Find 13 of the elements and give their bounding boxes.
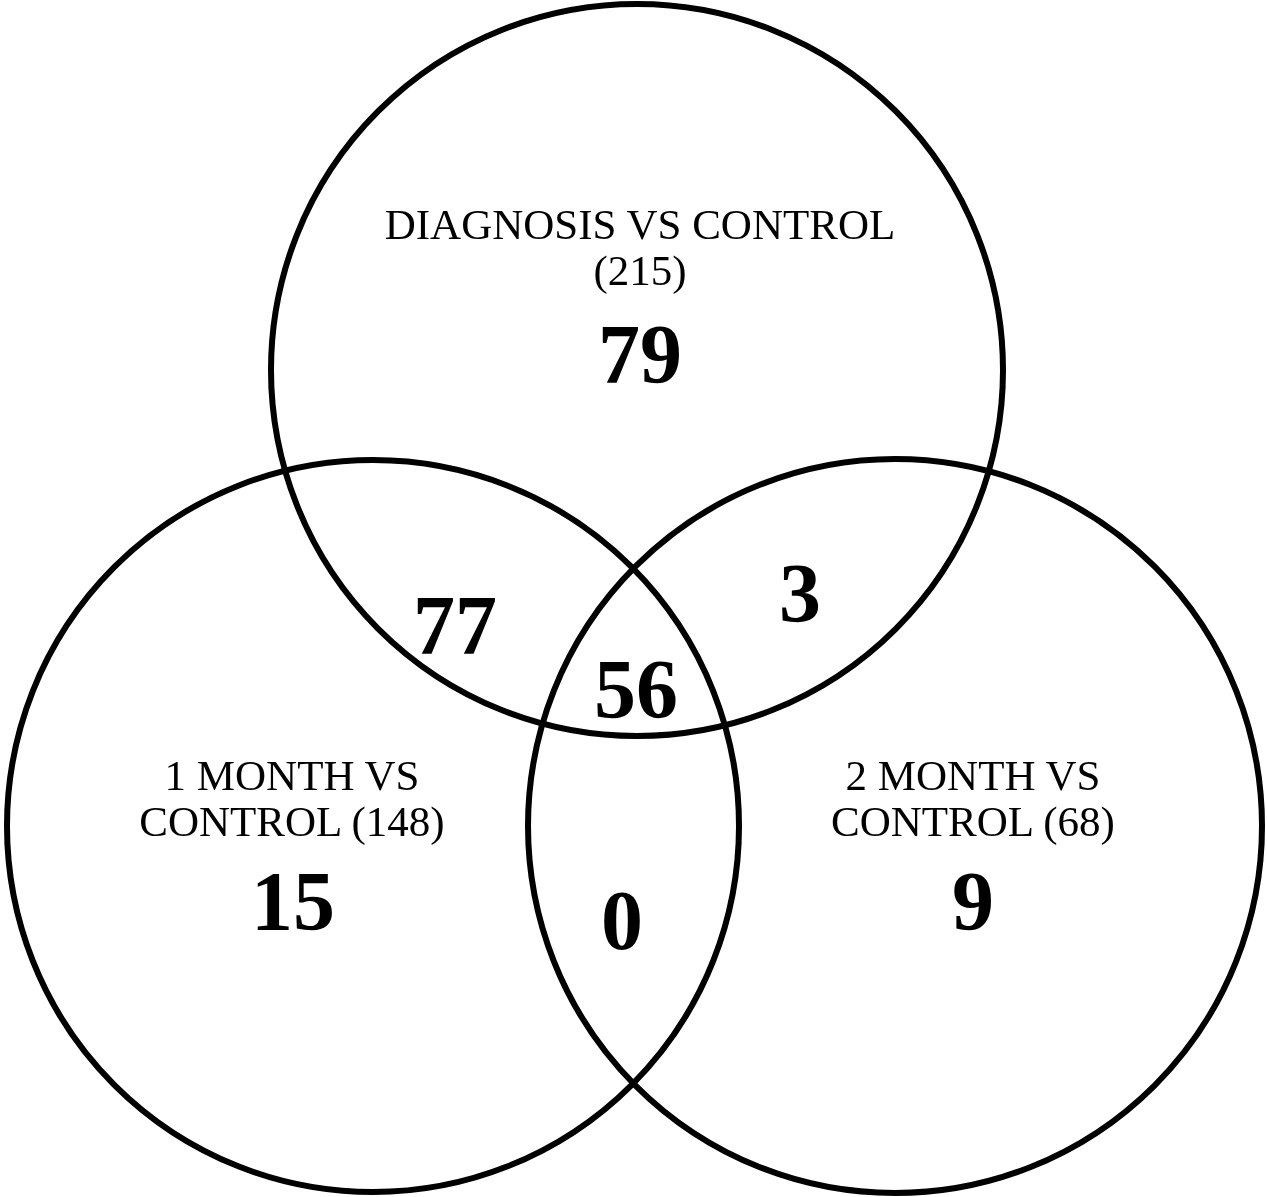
set-count: 9 [951,868,995,935]
set-label: 2 MONTH VS CONTROL (68) [830,752,1116,845]
set-circle [4,457,742,1195]
set-label: DIAGNOSIS VS CONTROL (215) [383,201,897,294]
set-label: 1 MONTH VS CONTROL (148) [138,752,446,845]
overlap-count: 0 [600,887,644,954]
overlap-count: 3 [778,560,822,627]
set-circle [268,1,1006,739]
overlap-count: 77 [412,592,498,659]
set-count: 79 [597,321,683,388]
set-circle [525,456,1265,1196]
set-count: 15 [250,868,336,935]
overlap-count: 56 [593,656,679,723]
